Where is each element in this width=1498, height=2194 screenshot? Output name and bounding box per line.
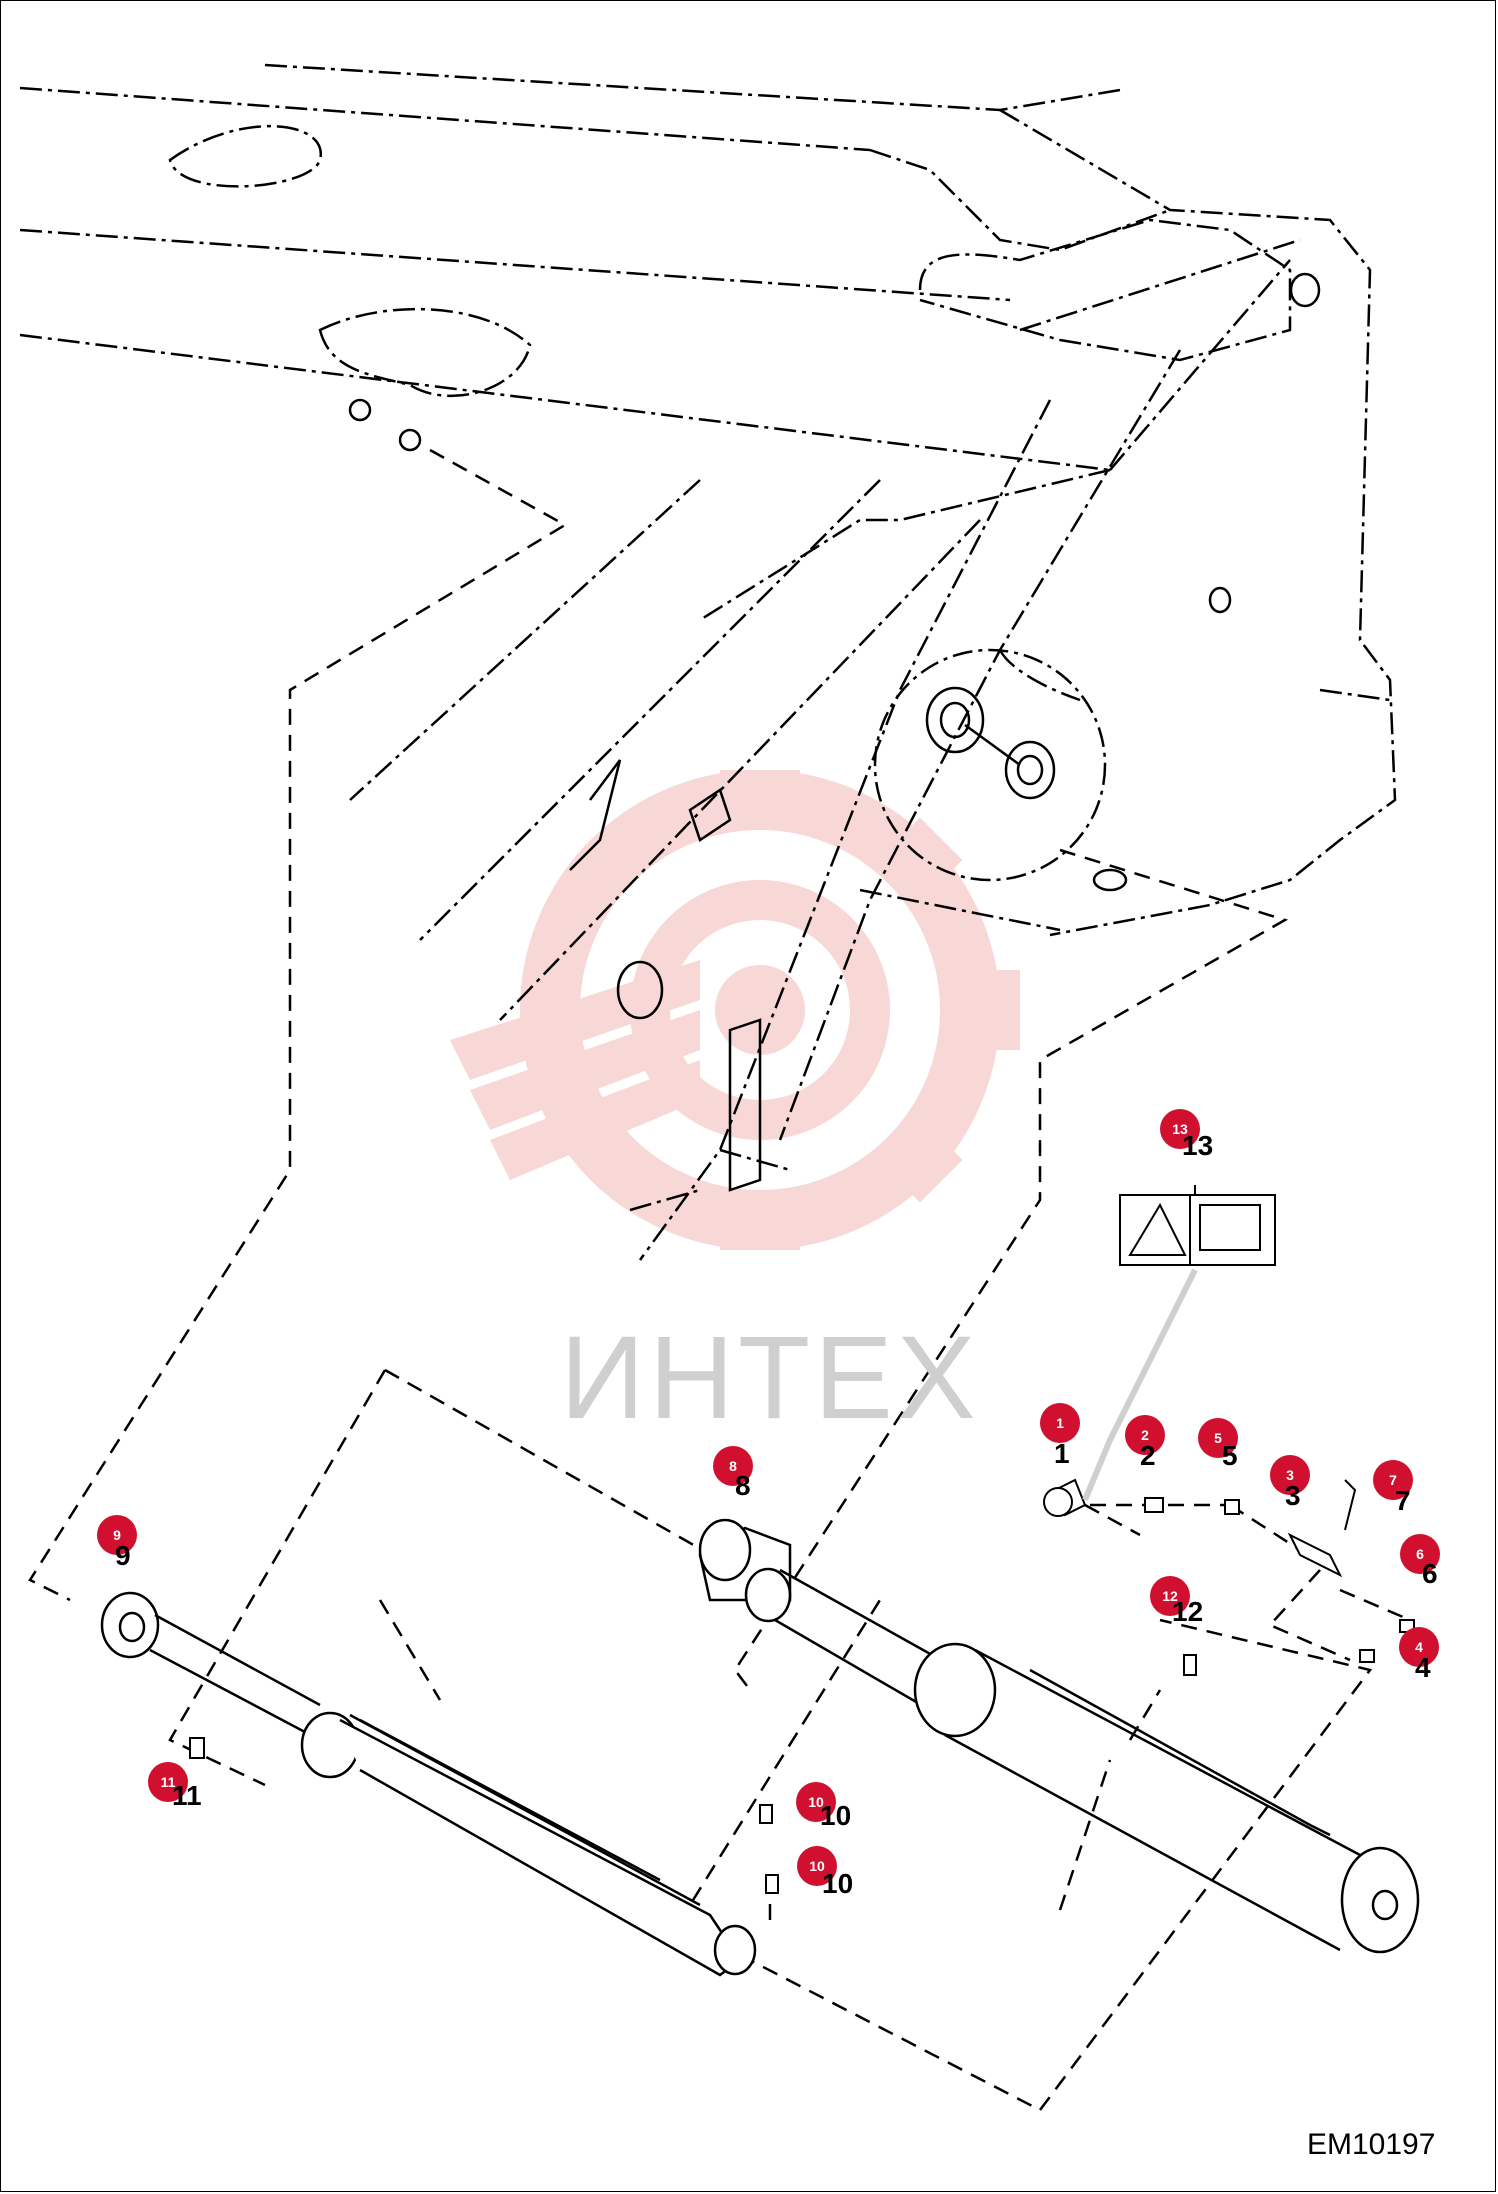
callout-number-6: 6	[1422, 1558, 1438, 1589]
boom-assembly	[19, 63, 1397, 1261]
callout-number-13: 13	[1182, 1130, 1214, 1161]
leader-lines	[28, 448, 1411, 2112]
hardware-parts	[189, 1478, 1415, 1894]
callout-number-10-upper: 10	[820, 1800, 852, 1831]
callout-badge-10-lower: 10	[797, 1846, 837, 1886]
callout-number-10-lower: 10	[822, 1868, 854, 1899]
callout-badge-4: 4	[1399, 1627, 1439, 1667]
callout-number-11: 11	[172, 1780, 202, 1811]
callout-badge-5: 5	[1198, 1418, 1238, 1458]
callout-badge-11: 11	[148, 1762, 188, 1802]
callout-badge-8: 8	[713, 1446, 753, 1486]
callout-badge-7: 7	[1373, 1460, 1413, 1500]
callout-number-4: 4	[1415, 1652, 1431, 1683]
callout-number-5: 5	[1222, 1440, 1238, 1471]
callout-badge-13: 13	[1160, 1109, 1200, 1149]
callout-number-2: 2	[1140, 1440, 1156, 1471]
callout-badge-10-upper: 10	[796, 1782, 836, 1822]
large-cylinder-part-8	[698, 1518, 1420, 1954]
callout-number-7: 7	[1395, 1485, 1411, 1516]
callout-badge-12: 12	[1150, 1576, 1190, 1616]
figure-code: EM10197	[1307, 2128, 1436, 2161]
watermark-gear-icon	[450, 770, 1020, 1250]
callout-badge-2: 2	[1125, 1415, 1165, 1455]
callout-badge-6: 6	[1400, 1534, 1440, 1574]
watermark-text: ИНТЕХ	[560, 1312, 980, 1444]
warning-decal-part-13	[1082, 1185, 1276, 1502]
small-cylinder-part-9	[100, 1591, 757, 1977]
callout-number-8: 8	[735, 1470, 751, 1501]
callout-badge-1: 1	[1040, 1403, 1080, 1443]
callout-number-1: 1	[1054, 1438, 1070, 1469]
pivot-detail	[348, 272, 1321, 1192]
callout-number-3: 3	[1285, 1480, 1301, 1511]
callout-badge-3: 3	[1270, 1455, 1310, 1495]
callout-badge-9: 9	[97, 1515, 137, 1555]
callout-number-9: 9	[115, 1540, 131, 1571]
callout-number-12: 12	[1172, 1596, 1204, 1627]
